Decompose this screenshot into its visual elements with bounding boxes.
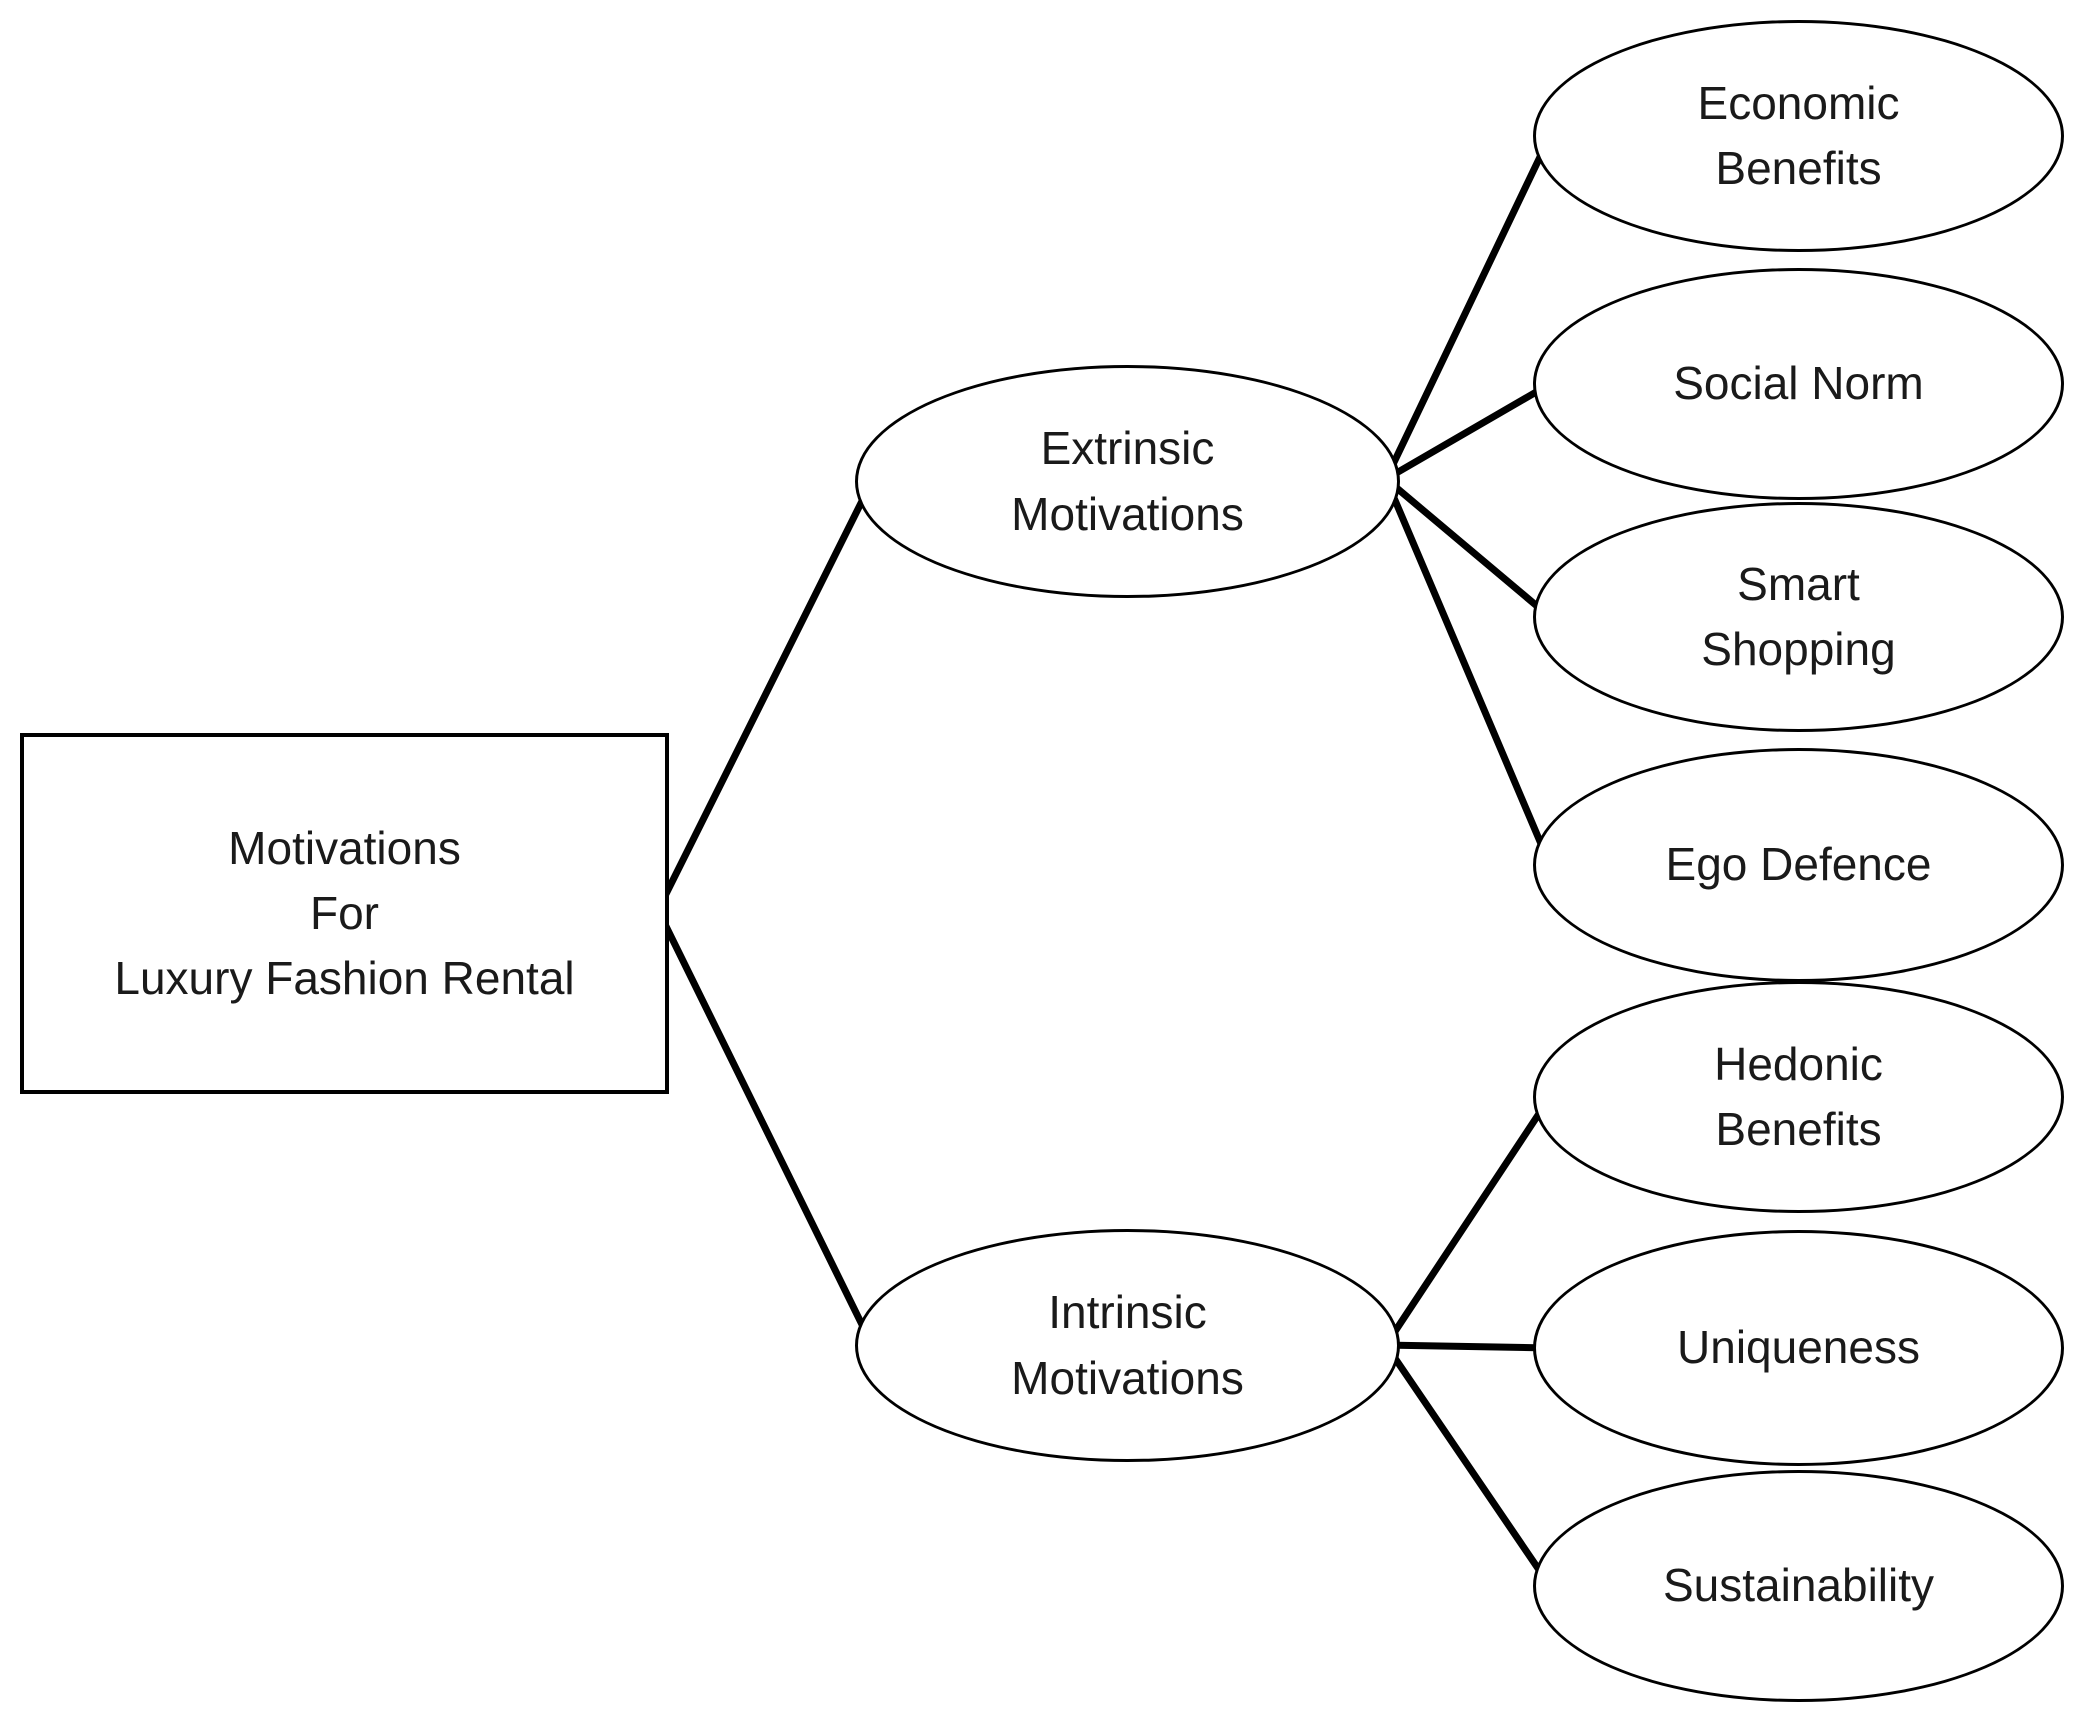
edge-root-extrinsic <box>654 477 876 914</box>
extrinsic-label-line1: Extrinsic <box>1040 422 1215 475</box>
ego-defence-label: Ego Defence <box>1665 838 1932 891</box>
node-extrinsic-motivations: Extrinsic Motivations <box>855 365 1400 598</box>
sustainability-label: Sustainability <box>1662 1559 1935 1612</box>
node-sustainability: Sustainability <box>1533 1470 2064 1702</box>
node-ego-defence: Ego Defence <box>1533 748 2064 982</box>
hedonic-label-line2: Benefits <box>1715 1103 1882 1155</box>
node-social-norm: Social Norm <box>1533 268 2064 500</box>
node-economic-benefits: Economic Benefits <box>1533 20 2064 252</box>
hedonic-label-line1: Hedonic <box>1714 1037 1883 1090</box>
node-hedonic-benefits: Hedonic Benefits <box>1533 981 2064 1213</box>
intrinsic-label-line1: Intrinsic <box>1048 1286 1207 1339</box>
edge-extrinsic-ego-defence <box>1382 475 1554 869</box>
edge-extrinsic-smart-shopping <box>1382 475 1554 621</box>
uniqueness-label: Uniqueness <box>1677 1321 1920 1374</box>
root-label-line2: For <box>310 886 379 939</box>
edge-root-intrinsic <box>654 906 876 1349</box>
economic-label-line1: Economic <box>1697 76 1900 129</box>
edge-intrinsic-sustainability <box>1382 1341 1554 1590</box>
edge-extrinsic-economic <box>1382 132 1554 483</box>
node-intrinsic-motivations: Intrinsic Motivations <box>855 1229 1400 1462</box>
smart-shopping-label-line1: Smart <box>1737 557 1860 610</box>
smart-shopping-label-line2: Shopping <box>1701 623 1896 675</box>
root-label-line3: Luxury Fashion Rental <box>114 952 575 1005</box>
edge-intrinsic-hedonic <box>1382 1093 1554 1349</box>
node-uniqueness: Uniqueness <box>1533 1230 2064 1466</box>
economic-label-line2: Benefits <box>1715 142 1882 194</box>
extrinsic-label-line2: Motivations <box>1011 487 1244 540</box>
intrinsic-label-line2: Motivations <box>1011 1351 1244 1404</box>
node-smart-shopping: Smart Shopping <box>1533 502 2064 732</box>
social-norm-label: Social Norm <box>1673 357 1924 410</box>
root-label-line1: Motivations <box>228 821 461 874</box>
edge-extrinsic-social-norm <box>1382 380 1554 483</box>
edge-intrinsic-uniqueness <box>1382 1341 1554 1352</box>
node-motivations-root: Motivations For Luxury Fashion Rental <box>20 733 669 1094</box>
